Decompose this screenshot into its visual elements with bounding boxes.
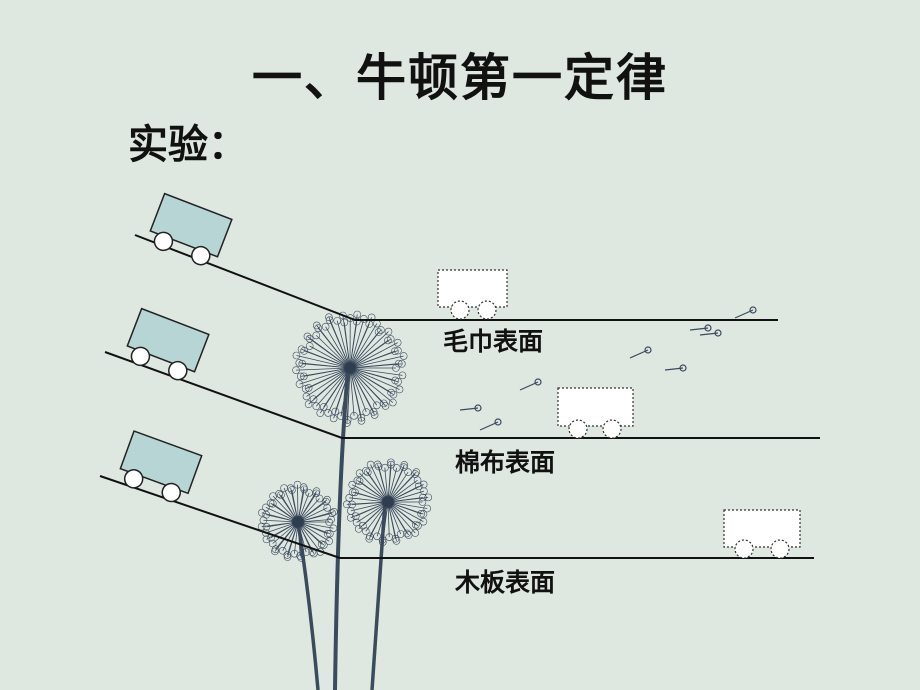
- page-title: 一、牛顿第一定律: [252, 49, 668, 107]
- surface-cotton: [104, 351, 820, 439]
- surface-label-towel: 毛巾表面: [443, 327, 544, 356]
- cart-outline-icon: [723, 509, 801, 559]
- surface-towel: [134, 234, 778, 321]
- cart-icon: [119, 430, 203, 503]
- surface-label-cotton: 棉布表面: [455, 448, 556, 477]
- cart-icon: [149, 192, 233, 266]
- surface-wood: [99, 475, 814, 559]
- dandelion-illustration: [257, 306, 757, 690]
- cart-outline-icon: [437, 269, 508, 320]
- surface-label-wood: 木板表面: [455, 568, 556, 597]
- cart-outline-icon: [557, 387, 634, 439]
- experiment-heading: 实验：: [128, 122, 248, 168]
- cart-icon: [126, 307, 210, 381]
